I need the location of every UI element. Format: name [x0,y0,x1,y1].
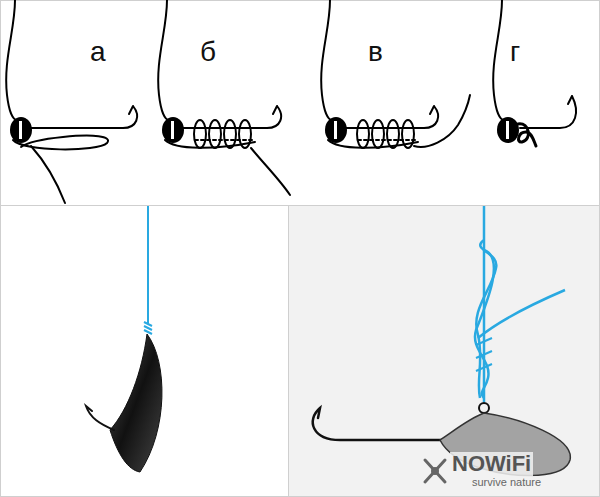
top-panel [1,1,600,206]
main-line [6,0,17,120]
finished-knot [518,124,536,146]
eyelet [479,403,489,413]
tag-end [31,146,65,203]
wraps [476,338,492,371]
coil [239,120,251,148]
icon-center [431,467,439,475]
right-panel [289,206,600,497]
icon-cross [425,460,445,482]
step-letter: б [198,36,218,67]
hook [31,106,137,128]
coil [372,120,384,148]
knot-step-c [321,0,470,148]
coil [194,120,206,148]
spoon-lure [86,206,162,472]
jig-body [440,413,570,476]
sinker-bead [325,117,347,143]
spoon-body [110,334,162,472]
knot-step-d [493,0,576,146]
step-letter: г [508,36,522,67]
main-line [158,0,169,120]
hook [313,408,445,440]
bead-hole [334,121,337,139]
coil [224,120,236,148]
hook [183,106,281,128]
sinker-bead [10,117,32,143]
bead-hole [171,121,174,139]
knot-step-b [158,0,290,195]
tag-end [251,148,290,195]
step-letter: а [88,36,108,67]
sinker-bead [497,117,519,143]
line-twist [475,250,494,398]
sinker-bead [162,117,184,143]
coil [209,120,221,148]
step-letter: в [366,36,385,67]
hook [86,406,114,430]
coil [357,120,369,148]
coil [387,120,399,148]
main-line [493,0,504,120]
watermark-icon [425,460,445,482]
jig-lure [313,206,571,482]
line-knot [144,322,152,334]
knot-step-a [6,0,137,203]
bead-hole [19,121,22,139]
watermark-tagline: survive nature [470,476,543,488]
left-panel [1,206,289,497]
hook [520,96,576,128]
hook [346,106,438,128]
watermark: NOWiFi [450,452,533,476]
coil [402,120,414,148]
fishing-line [147,206,149,324]
bead-hole [506,121,509,139]
main-line [321,0,332,120]
tag-end [478,290,565,338]
tag-end [414,95,470,147]
